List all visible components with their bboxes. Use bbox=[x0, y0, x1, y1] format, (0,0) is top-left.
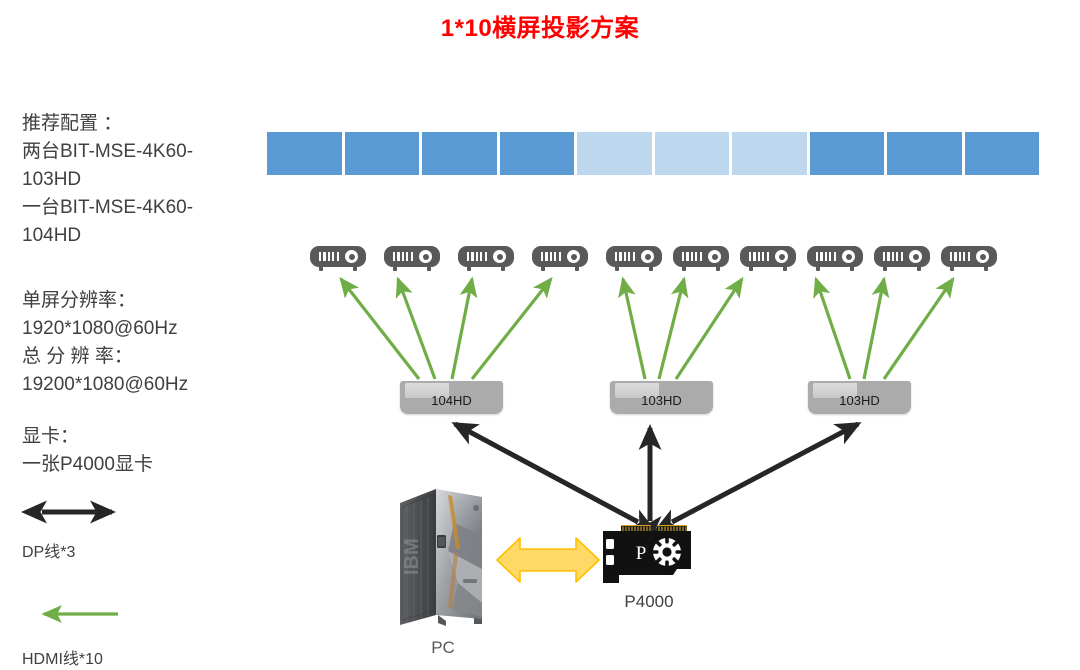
page-title: 1*10横屏投影方案 bbox=[440, 15, 640, 42]
switcher-label-2: 103HD bbox=[641, 393, 682, 408]
projector-icon-5 bbox=[606, 246, 662, 272]
projector-icon-7 bbox=[740, 246, 796, 272]
config-line-3: 一台BIT-MSE-4K60- bbox=[22, 197, 194, 218]
projector-icon-9 bbox=[874, 246, 930, 272]
switcher-label-1: 104HD bbox=[431, 393, 472, 408]
legend-dp-label: DP线*3 bbox=[22, 544, 76, 561]
switcher-device-3: 103HD bbox=[808, 381, 911, 414]
screen-wall bbox=[267, 132, 1039, 175]
single-resolution-value: 1920*1080@60Hz bbox=[22, 318, 178, 339]
legend-hdmi-label: HDMI线*10 bbox=[22, 651, 103, 668]
gpu-label: P4000 bbox=[624, 592, 674, 611]
projector-icon-2 bbox=[384, 246, 440, 272]
screen-cell-3 bbox=[422, 132, 497, 175]
pcie-double-arrow bbox=[496, 537, 600, 583]
info-recommended-config: 推荐配置 ： 两台BIT-MSE-4K60- 103HD 一台BIT-MSE-4… bbox=[22, 110, 193, 250]
projector-icon-6 bbox=[673, 246, 729, 272]
projector-icon-3 bbox=[458, 246, 514, 272]
info-resolution: 单屏分辨率： 1920*1080@60Hz 总 分 辨 率： 19200*108… bbox=[22, 287, 188, 399]
hdmi-arrow-group-3 bbox=[813, 276, 955, 380]
graphics-card-icon: P bbox=[601, 525, 697, 589]
config-line-4: 104HD bbox=[22, 225, 82, 246]
screen-cell-10 bbox=[964, 132, 1039, 175]
single-resolution-label: 单屏分辨率： bbox=[22, 290, 137, 311]
gpu-heading: 显卡： bbox=[22, 426, 80, 447]
screen-cell-6 bbox=[654, 132, 729, 175]
info-graphics-card: 显卡： 一张P4000显卡 bbox=[22, 423, 153, 479]
projector-icon-4 bbox=[532, 246, 588, 272]
screen-cell-4 bbox=[499, 132, 574, 175]
hdmi-arrow-group-2 bbox=[618, 276, 744, 380]
switcher-device-2: 103HD bbox=[610, 381, 713, 414]
projector-icon-10 bbox=[941, 246, 997, 272]
config-line-2: 103HD bbox=[22, 169, 82, 190]
svg-text:P: P bbox=[636, 543, 647, 564]
pc-tower-icon: IBM bbox=[392, 483, 494, 631]
svg-text:IBM: IBM bbox=[401, 538, 423, 575]
hdmi-arrow-group-1 bbox=[339, 276, 553, 380]
screen-cell-8 bbox=[809, 132, 884, 175]
dp-arrow-group bbox=[451, 421, 862, 542]
screen-cell-2 bbox=[344, 132, 419, 175]
switcher-label-3: 103HD bbox=[839, 393, 880, 408]
total-resolution-value: 19200*1080@60Hz bbox=[22, 374, 189, 395]
total-resolution-label: 总 分 辨 率： bbox=[22, 346, 133, 367]
screen-cell-5 bbox=[577, 132, 652, 175]
projector-icon-8 bbox=[807, 246, 863, 272]
screen-cell-7 bbox=[732, 132, 807, 175]
screen-cell-9 bbox=[887, 132, 962, 175]
switcher-device-1: 104HD bbox=[400, 381, 503, 414]
config-heading: 推荐配置 ： bbox=[22, 113, 123, 134]
projector-icon-1 bbox=[310, 246, 366, 272]
screen-cell-1 bbox=[267, 132, 342, 175]
pc-label: PC bbox=[431, 638, 455, 657]
gpu-value: 一张P4000显卡 bbox=[22, 454, 153, 475]
config-line-1: 两台BIT-MSE-4K60- bbox=[22, 141, 194, 162]
